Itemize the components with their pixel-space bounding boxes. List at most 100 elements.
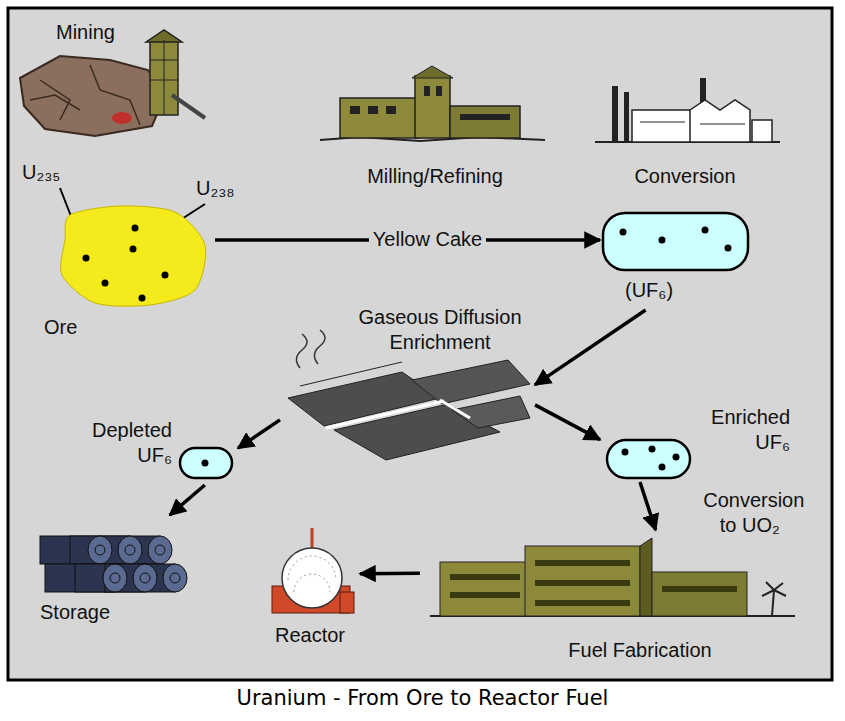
- storage-cylinders-picture: [118, 536, 142, 564]
- storage-yard: Storage: [35, 515, 190, 627]
- reactor: Reactor: [260, 520, 360, 648]
- enrichment-plant-picture: [314, 330, 325, 364]
- conversion-picture: [690, 100, 750, 142]
- reactor-picture: [288, 556, 336, 580]
- capsule-shape: [607, 440, 690, 478]
- fuel-fabrication-plant-picture: [662, 586, 737, 592]
- mill-picture: [340, 98, 420, 138]
- fuel-fabrication-plant-picture: [525, 546, 640, 616]
- caption: Uranium - From Ore to Reactor Fuel: [0, 684, 845, 712]
- atom-dot: [659, 464, 666, 471]
- mill-picture: [424, 86, 430, 96]
- conversion-picture: [752, 120, 772, 142]
- mine-picture: [150, 40, 178, 115]
- frame: [8, 8, 832, 680]
- mill-picture: [386, 106, 396, 114]
- mill-picture: [368, 106, 378, 114]
- edge-label: Yellow Cake: [353, 227, 503, 252]
- depleted-capsule: Depleted UF₆: [80, 418, 238, 485]
- storage-cylinders-picture: [110, 573, 120, 583]
- reactor-picture: [272, 528, 354, 613]
- atom-dot: [132, 225, 139, 232]
- capsule-shape: [603, 213, 748, 270]
- mine-picture: [90, 65, 140, 125]
- mill-picture: [412, 66, 453, 78]
- fuel-fabrication-plant-picture: [440, 562, 530, 616]
- flow-arrow: [535, 405, 600, 440]
- mining-site: Mining: [18, 16, 203, 141]
- node-label: Depleted UF₆: [80, 418, 172, 468]
- isotope-label: U₂₃₈: [196, 176, 235, 201]
- storage-cylinders-picture: [155, 545, 165, 555]
- fuel-fabrication-plant-picture: [772, 590, 774, 616]
- node-label: Reactor: [260, 623, 360, 648]
- flow-arrow: [535, 310, 646, 385]
- fuel-fabrication-plant-picture: [430, 538, 795, 616]
- fuel-fabrication-plant: Fuel Fabrication: [420, 530, 800, 665]
- uf6-capsule-outline: [600, 210, 752, 310]
- mine-picture: [164, 40, 165, 115]
- mine-picture: [112, 112, 132, 124]
- fuel-fabrication-plant-picture: [450, 574, 520, 580]
- enrichment-plant-picture: [296, 334, 307, 368]
- fuel-fabrication-plant-picture: [535, 600, 630, 606]
- fuel-fabrication-plant-picture: [450, 592, 520, 598]
- atom-dot: [130, 246, 137, 253]
- atom-dot: [162, 272, 169, 279]
- atom-dot: [702, 227, 709, 234]
- mill-picture: [436, 86, 442, 96]
- atom-dot: [102, 280, 109, 287]
- fuel-fabrication-plant-picture: [535, 580, 630, 586]
- atom-dot: [622, 449, 629, 456]
- atom-dot: [139, 295, 146, 302]
- node-label: Enriched UF₆: [688, 405, 790, 455]
- flow-arrow: [360, 571, 420, 575]
- enrichment-plant-picture: [452, 396, 530, 428]
- atom-dot: [649, 446, 656, 453]
- conversion-picture: [595, 78, 780, 142]
- storage-cylinders-picture: [140, 573, 150, 583]
- isotope-label: U₂₃₅: [22, 160, 60, 185]
- node-label: Fuel Fabrication: [530, 638, 750, 663]
- conversion-picture: [612, 86, 618, 142]
- reactor-picture: [294, 574, 330, 592]
- mine-picture: [20, 56, 165, 136]
- storage-cylinders-picture: [170, 573, 180, 583]
- capsule-shape: [180, 448, 232, 478]
- atom-dot: [202, 460, 209, 467]
- conversion-picture: [700, 124, 745, 125]
- enrichment-plant-picture: [326, 401, 444, 428]
- storage-cylinders-picture: [88, 536, 112, 564]
- node-label: Milling/Refining: [335, 164, 535, 189]
- flow-arrow: [170, 485, 205, 515]
- enriched-capsule: Enriched UF₆: [600, 405, 795, 482]
- milling-plant: Milling/Refining: [320, 66, 550, 194]
- mine-picture: [40, 80, 70, 120]
- mine-picture: [172, 95, 205, 118]
- storage-cylinders-picture: [103, 564, 127, 592]
- reactor-picture: [282, 548, 342, 608]
- atom-dot: [659, 237, 666, 244]
- fuel-fabrication-plant-picture: [762, 582, 786, 596]
- mill-picture: [415, 76, 450, 138]
- mill-picture: [320, 66, 545, 141]
- fuel-fabrication-plant-picture: [652, 572, 747, 616]
- storage-cylinders-picture: [40, 536, 187, 592]
- enrichment-plant: Gaseous Diffusion Enrichment: [280, 303, 535, 470]
- uf6-capsule: (UF₆): [600, 210, 752, 310]
- ore-shape: [61, 206, 206, 306]
- mill-picture: [450, 106, 520, 138]
- reactor-picture: [340, 592, 354, 613]
- atom-dot: [620, 229, 627, 236]
- conversion-picture: [640, 122, 685, 123]
- frame: [8, 8, 832, 680]
- fuel-fabrication-plant-picture: [535, 560, 630, 566]
- edge-label-text: Conversion to UO₂: [699, 489, 804, 536]
- conversion-plant: Conversion: [590, 66, 780, 194]
- edge-label: Conversion to UO₂: [689, 488, 814, 538]
- fuel-fabrication-plant-picture: [640, 538, 652, 616]
- flow-arrow: [640, 482, 656, 530]
- mill-picture: [460, 114, 510, 120]
- atom-dot: [673, 454, 680, 461]
- flow-arrow: [238, 420, 280, 448]
